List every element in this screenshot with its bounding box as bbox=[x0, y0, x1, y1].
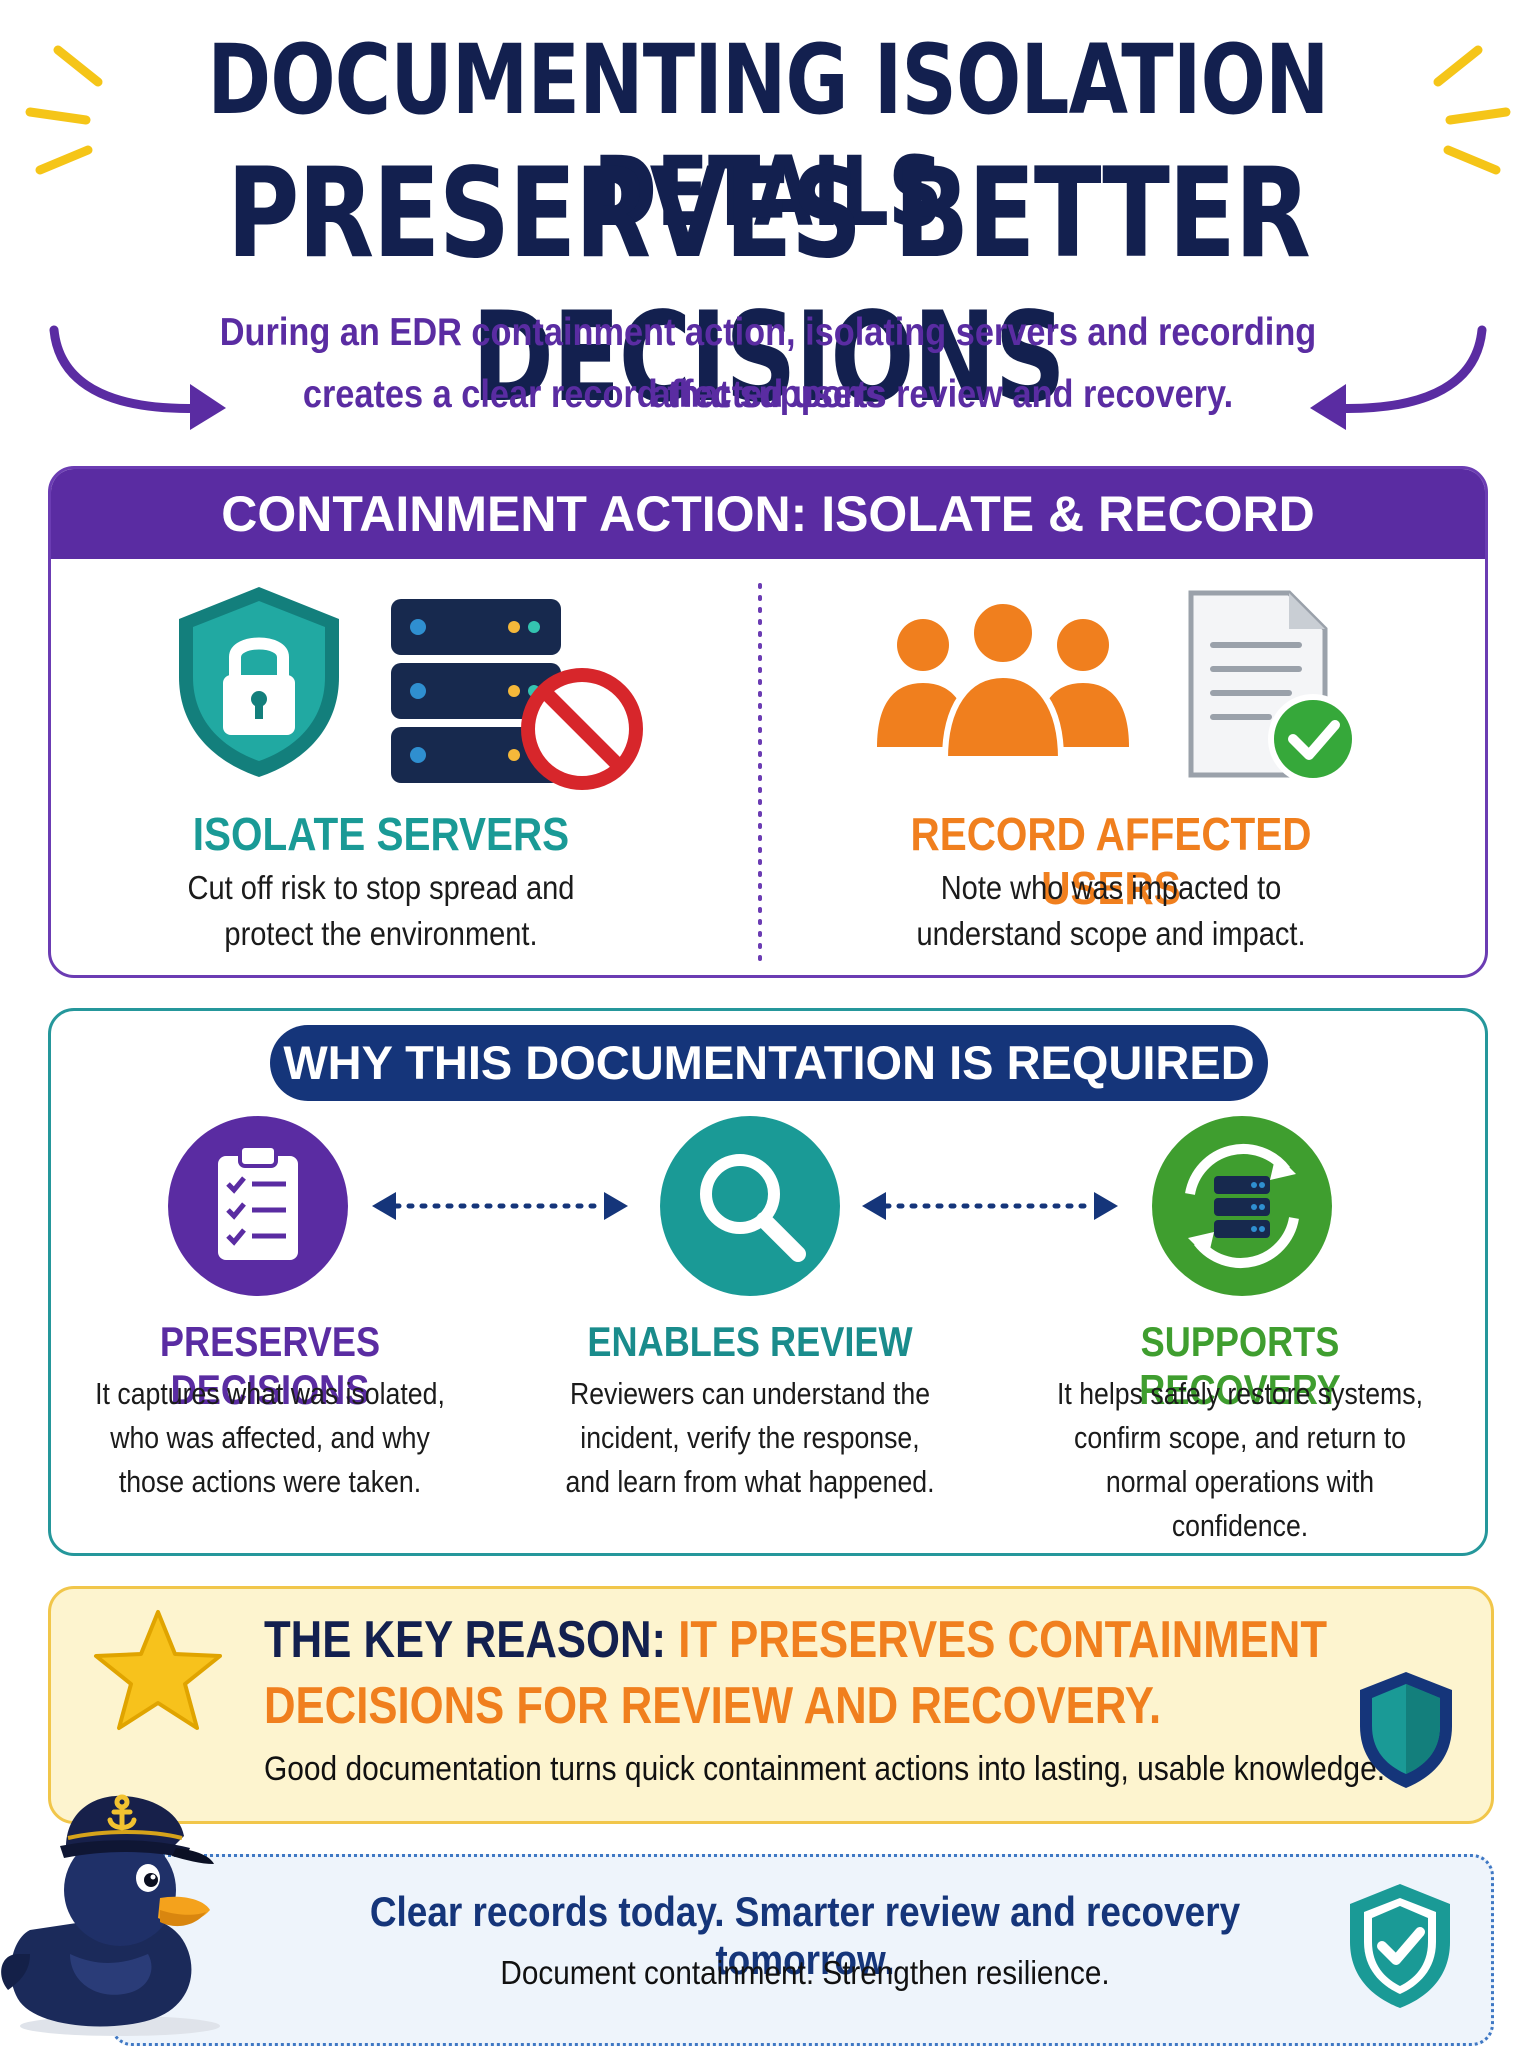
footer-title: Clear records today. Smarter review and … bbox=[369, 1888, 1241, 1983]
sparkle-left-icon bbox=[25, 45, 103, 175]
isolate-servers-text-line1: Cut off risk to stop spread and bbox=[187, 869, 575, 906]
supports-recovery-line2: confirm scope, and return to bbox=[1074, 1420, 1406, 1455]
supports-recovery-line1: It helps safely restore systems, bbox=[1057, 1376, 1423, 1411]
dotted-divider bbox=[758, 583, 762, 963]
magnifier-icon bbox=[660, 1116, 840, 1296]
document-check-icon bbox=[1188, 590, 1358, 784]
key-reason-statement-part2: DECISIONS FOR REVIEW AND RECOVERY. bbox=[264, 1677, 1162, 1735]
curved-arrow-right-icon bbox=[1310, 325, 1487, 430]
star-icon bbox=[94, 1610, 222, 1730]
key-reason-label: THE KEY REASON: bbox=[264, 1611, 667, 1669]
preserves-decisions-line3: those actions were taken. bbox=[118, 1464, 422, 1499]
shield-check-icon bbox=[1350, 1884, 1450, 2008]
captain-duck-mascot bbox=[1, 1794, 220, 2036]
preserves-decisions-title: PRESERVES DECISIONS bbox=[159, 1318, 381, 1413]
enables-review-title: ENABLES REVIEW bbox=[587, 1318, 913, 1365]
supports-recovery-line3: normal operations with bbox=[1105, 1464, 1375, 1499]
page-title-line1: DOCUMENTING ISOLATION DETAILS bbox=[207, 24, 1329, 248]
record-users-text-line1: Note who was impacted to bbox=[940, 869, 1282, 906]
preserves-decisions-line1: It captures what was isolated, bbox=[95, 1376, 445, 1411]
double-arrow-right-icon bbox=[862, 1192, 1118, 1220]
record-users-text-line2: understand scope and impact. bbox=[916, 915, 1306, 952]
key-reason-panel bbox=[48, 1586, 1494, 1824]
supports-recovery-title: SUPPORTS RECOVERY bbox=[1139, 1318, 1341, 1413]
key-reason-line1: THE KEY REASON: IT PRESERVES CONTAINMENT bbox=[264, 1610, 1327, 1670]
shield-lock-icon bbox=[179, 587, 339, 777]
containment-panel: CONTAINMENT ACTION: ISOLATE & RECORD ISO… bbox=[48, 466, 1488, 978]
enables-review-line1: Reviewers can understand the bbox=[569, 1376, 931, 1411]
clipboard-checklist-icon bbox=[168, 1116, 348, 1296]
server-restore-icon bbox=[1152, 1116, 1332, 1296]
record-users-title: RECORD AFFECTED USERS bbox=[910, 808, 1312, 914]
intro-line1: During an EDR containment action, isolat… bbox=[219, 311, 1317, 416]
footer-subtitle: Document containment. Strengthen resilie… bbox=[500, 1954, 1110, 1991]
supports-recovery-line4: confidence. bbox=[1171, 1508, 1309, 1543]
enables-review-line3: and learn from what happened. bbox=[565, 1464, 935, 1499]
curved-arrow-left-icon bbox=[49, 325, 226, 430]
why-panel-header: WHY THIS DOCUMENTATION IS REQUIRED bbox=[270, 1025, 1268, 1101]
shield-icon bbox=[1360, 1672, 1452, 1788]
footer-panel bbox=[110, 1854, 1494, 2046]
containment-panel-header: CONTAINMENT ACTION: ISOLATE & RECORD bbox=[51, 469, 1485, 559]
users-group-icon bbox=[877, 598, 1129, 762]
isolate-servers-title: ISOLATE SERVERS bbox=[192, 808, 570, 860]
server-blocked-icon bbox=[391, 599, 643, 790]
key-reason-description: Good documentation turns quick containme… bbox=[264, 1750, 1386, 1788]
page-title-line2: PRESERVES BETTER DECISIONS bbox=[226, 142, 1311, 430]
double-arrow-left-icon bbox=[372, 1192, 628, 1220]
enables-review-line2: incident, verify the response, bbox=[580, 1420, 920, 1455]
preserves-decisions-line2: who was affected, and why bbox=[110, 1420, 430, 1455]
intro-line2: creates a clear record that supports rev… bbox=[302, 373, 1234, 416]
key-reason-statement-part1: IT PRESERVES CONTAINMENT bbox=[678, 1611, 1328, 1669]
isolate-servers-text-line2: protect the environment. bbox=[224, 915, 538, 952]
sparkle-right-icon bbox=[1433, 45, 1511, 175]
